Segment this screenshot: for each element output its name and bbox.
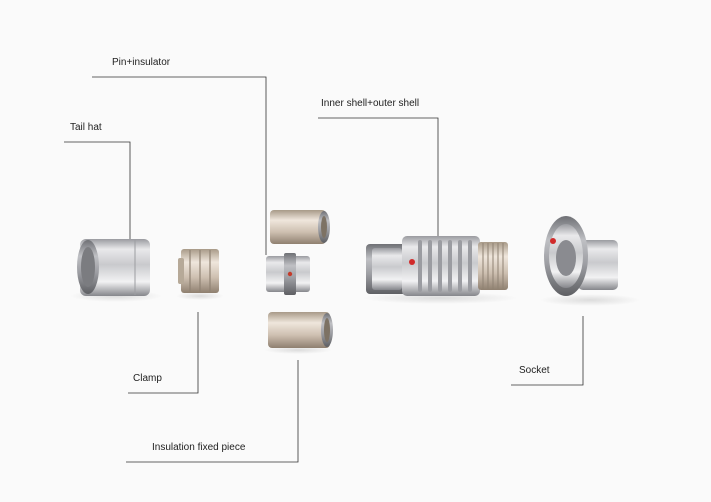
leader-lines (64, 76, 584, 463)
inner-outer-shell-part (362, 236, 518, 304)
leader-line-pin-insulator (92, 76, 267, 255)
tail-hat-part (70, 239, 162, 302)
label-clamp: Clamp (133, 373, 162, 384)
insulation-fixed-piece-top (270, 210, 330, 244)
leader-line-insulation-fixed-piece (126, 360, 299, 463)
leader-line-inner-outer-shell (318, 117, 439, 240)
socket-part (540, 216, 640, 306)
leader-line-clamp (128, 312, 199, 394)
label-socket: Socket (519, 365, 550, 376)
label-tail-hat: Tail hat (70, 122, 102, 133)
label-pin-insulator: Pin+insulator (112, 57, 171, 68)
leader-line-socket (511, 316, 584, 386)
label-inner-outer-shell: Inner shell+outer shell (321, 98, 420, 109)
insulation-fixed-piece-bottom (264, 312, 333, 354)
pin-insulator-part (249, 253, 322, 295)
clamp-part (176, 249, 224, 300)
leader-line-tail-hat (64, 141, 131, 240)
label-insulation-fixed-piece: Insulation fixed piece (152, 442, 246, 453)
